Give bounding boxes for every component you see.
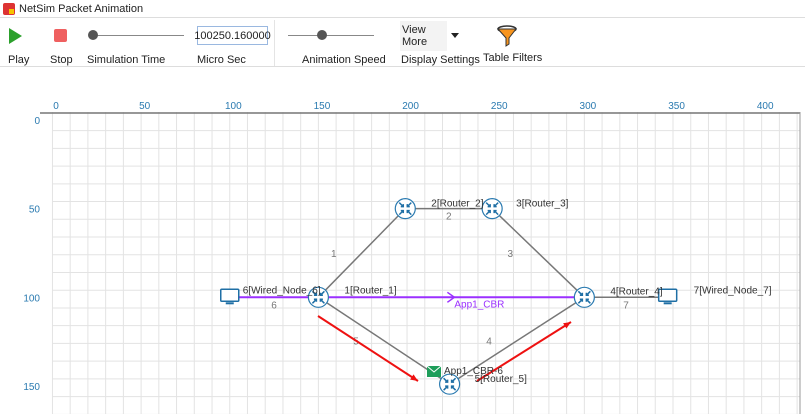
- app-flow-arrow-icon: [446, 291, 456, 303]
- router-arrow-icon: [485, 202, 491, 208]
- link-label: 1: [331, 249, 337, 260]
- simulation-time-input[interactable]: 100250.160000: [194, 26, 271, 45]
- stop-icon: [54, 29, 67, 42]
- router-icon: [573, 286, 595, 308]
- router-arrow-icon: [450, 385, 457, 391]
- router-icon: [394, 198, 416, 220]
- router-arrow-icon: [311, 290, 318, 297]
- envelope-flap: [426, 365, 442, 373]
- display-settings-label: Display Settings: [401, 54, 480, 66]
- node-r2[interactable]: [394, 198, 416, 220]
- link-label: 6: [271, 300, 277, 311]
- window-title: NetSim Packet Animation: [19, 2, 144, 15]
- slider-thumb[interactable]: [88, 30, 98, 40]
- router-arrow-icon: [577, 290, 584, 297]
- view-more-dropdown[interactable]: View More: [400, 21, 447, 51]
- app-flow-label: App1_CBR: [454, 299, 504, 310]
- router-arrow-icon: [398, 209, 405, 216]
- router-arrow-icon: [319, 290, 325, 297]
- router-arrow-icon: [450, 377, 457, 383]
- computer-stand: [225, 302, 234, 305]
- arrowhead-icon: [563, 322, 571, 329]
- router-arrow-icon: [585, 290, 591, 297]
- x-tick-label: 100: [225, 101, 242, 112]
- link-4: [449, 296, 585, 385]
- x-tick-label: 400: [757, 101, 774, 112]
- node-label: 1[Router_1]: [344, 285, 396, 296]
- node-label: 2[Router_2]: [431, 199, 483, 210]
- table-filters-label: Table Filters: [483, 52, 543, 64]
- link-label: 7: [623, 300, 629, 311]
- router-arrow-icon: [406, 202, 412, 208]
- router-arrow-icon: [311, 298, 318, 304]
- x-tick-label: 350: [668, 101, 685, 112]
- x-tick-label: 0: [53, 101, 59, 112]
- play-icon: [9, 28, 22, 44]
- x-tick-label: 50: [139, 101, 151, 112]
- chevron-down-icon: [451, 33, 459, 38]
- y-tick-label: 150: [23, 382, 40, 393]
- packet-direction-arrow: [476, 321, 572, 382]
- x-tick-label: 250: [491, 101, 508, 112]
- link-label: 2: [446, 212, 452, 223]
- micro-sec-label: Micro Sec: [197, 54, 246, 66]
- router-arrow-icon: [577, 298, 584, 304]
- network-canvas[interactable]: 0 50 100 150 200 250 300 350 400 0 50 100 150 1 2 3 4 5 6 7…: [0, 68, 805, 414]
- simulation-time-label: Simulation Time: [87, 54, 166, 66]
- router-arrow-icon: [398, 202, 405, 208]
- node-label: 6[Wired_Node_6]: [243, 285, 321, 296]
- packet-direction-arrow: [317, 315, 419, 382]
- computer-icon: [657, 288, 678, 303]
- title-bar: NetSim Packet Animation: [0, 0, 805, 17]
- netsim-app-icon: [3, 2, 15, 15]
- stop-label: Stop: [50, 54, 73, 66]
- slider-thumb[interactable]: [317, 30, 328, 40]
- x-tick-label: 150: [314, 101, 331, 112]
- x-tick-label: 200: [402, 101, 419, 112]
- link-label: 5: [353, 337, 359, 348]
- router-icon: [481, 198, 503, 220]
- node-label: 3[Router_3]: [516, 199, 568, 210]
- animation-speed-label: Animation Speed: [302, 54, 386, 66]
- separator: [274, 20, 275, 66]
- link-label: 3: [507, 249, 513, 260]
- router-arrow-icon: [443, 385, 449, 391]
- computer-stand: [663, 302, 672, 305]
- arrowhead-icon: [410, 374, 418, 381]
- view-more-label: View More: [402, 24, 428, 48]
- link-3: [491, 208, 585, 298]
- link-label: 4: [486, 337, 492, 348]
- computer-icon: [220, 288, 240, 303]
- play-label: Play: [8, 54, 30, 66]
- grid-background: [52, 112, 805, 414]
- x-tick-label: 300: [580, 101, 597, 112]
- router-arrow-icon: [406, 209, 412, 216]
- y-tick-label: 100: [23, 293, 40, 304]
- y-tick-label: 50: [29, 205, 41, 216]
- router-arrow-icon: [443, 377, 449, 383]
- router-arrow-icon: [485, 209, 491, 216]
- funnel-icon: [496, 25, 518, 47]
- toolbar: Play Stop Simulation Time 100250.160000 …: [0, 17, 805, 67]
- node-w6[interactable]: [220, 288, 240, 305]
- link-1: [317, 208, 406, 298]
- node-r4[interactable]: [573, 286, 595, 308]
- node-label: 4[Router_4]: [610, 286, 662, 297]
- node-r1[interactable]: [307, 286, 330, 308]
- packet-label: App1_CBR-6: [444, 366, 503, 377]
- packet: [426, 365, 442, 377]
- node-label: 5[Router_5]: [475, 374, 527, 385]
- router-arrow-icon: [493, 202, 499, 208]
- router-arrow-icon: [493, 209, 499, 216]
- router-arrow-icon: [585, 298, 591, 304]
- node-r3[interactable]: [481, 198, 503, 220]
- router-arrow-icon: [319, 298, 325, 304]
- node-label: 7[Wired_Node_7]: [694, 285, 772, 296]
- node-r5[interactable]: [439, 373, 461, 395]
- y-tick-label: 0: [34, 116, 40, 127]
- node-w7[interactable]: [657, 288, 678, 305]
- router-icon: [439, 373, 461, 395]
